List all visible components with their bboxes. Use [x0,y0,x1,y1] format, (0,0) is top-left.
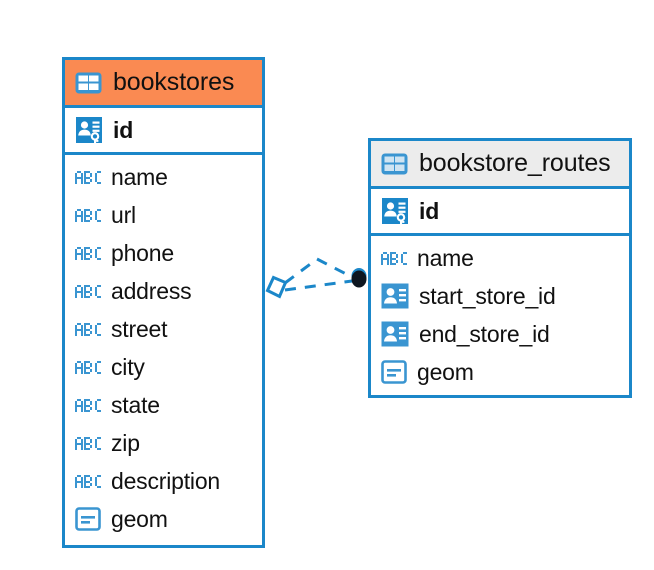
entity-title: bookstores [113,68,235,96]
entity-header-bookstore-routes[interactable]: bookstore_routes [371,141,629,189]
primary-key-icon [381,197,409,225]
abc-text-icon [381,251,407,265]
table-icon [75,72,102,94]
field-row-description[interactable]: description [65,462,262,500]
field-row-zip[interactable]: zip [65,424,262,462]
field-label: state [111,391,160,418]
field-row-phone[interactable]: phone [65,234,262,272]
field-row-geom[interactable]: geom [65,500,262,538]
field-row-street[interactable]: street [65,310,262,348]
entity-bookstores[interactable]: bookstores id [62,57,265,548]
abc-text-icon [75,360,101,374]
abc-text-icon [75,436,101,450]
filled-dot-icon[interactable] [351,268,367,288]
field-label: id [419,197,440,224]
field-label: street [111,315,168,342]
field-row-state[interactable]: state [65,386,262,424]
geometry-icon [381,360,407,384]
fields-section: name ur [65,155,262,542]
abc-text-icon [75,322,101,336]
primary-key-section: id [371,189,629,236]
field-row-name[interactable]: name [65,158,262,196]
field-label: id [113,116,134,143]
diamond-outline-icon[interactable] [265,275,288,299]
field-row-id[interactable]: id [371,189,629,233]
relationship-line-upper [284,257,353,285]
field-row-end-store-id[interactable]: end_store_id [371,315,629,353]
entity-title: bookstore_routes [419,149,611,177]
abc-text-icon [75,246,101,260]
field-label: start_store_id [419,282,556,309]
field-label: city [111,353,145,380]
field-label: name [417,244,474,271]
foreign-key-icon [381,321,409,347]
field-row-start-store-id[interactable]: start_store_id [371,277,629,315]
field-label: name [111,163,168,190]
field-label: zip [111,429,140,456]
abc-text-icon [75,208,101,222]
primary-key-section: id [65,108,262,155]
abc-text-icon [75,170,101,184]
abc-text-icon [75,398,101,412]
abc-text-icon [75,284,101,298]
field-label: url [111,201,136,228]
fields-section: name start_store_id [371,236,629,395]
foreign-key-icon [381,283,409,309]
field-row-name[interactable]: name [371,239,629,277]
field-row-id[interactable]: id [65,108,262,152]
entity-bookstore-routes[interactable]: bookstore_routes [368,138,632,398]
field-label: end_store_id [419,320,550,347]
field-row-address[interactable]: address [65,272,262,310]
primary-key-icon [75,116,103,144]
entity-header-bookstores[interactable]: bookstores [65,60,262,108]
field-label: description [111,467,221,494]
geometry-icon [75,507,101,531]
field-label: geom [111,505,168,532]
field-row-geom[interactable]: geom [371,353,629,391]
field-label: address [111,277,192,304]
field-label: geom [417,358,474,385]
field-label: phone [111,239,174,266]
field-row-city[interactable]: city [65,348,262,386]
field-row-url[interactable]: url [65,196,262,234]
table-icon [381,153,408,175]
relationship-line-lower [284,279,353,292]
abc-text-icon [75,474,101,488]
